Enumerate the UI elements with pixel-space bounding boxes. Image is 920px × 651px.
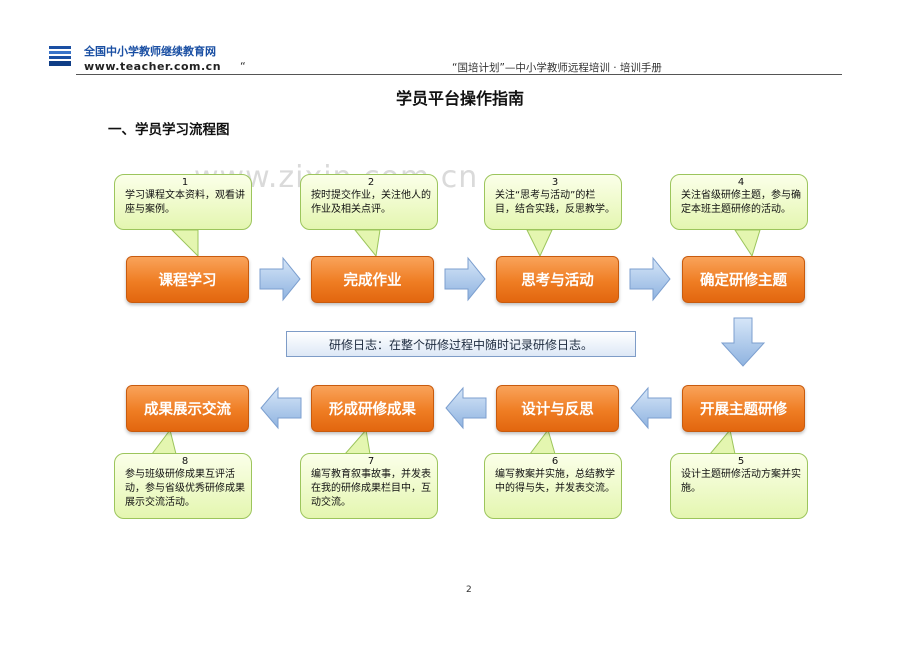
callout-number: 7 bbox=[367, 456, 375, 467]
callout-7: 7 编写教育叙事故事，并发表在我的研修成果栏目中，互动交流。 bbox=[300, 453, 438, 519]
callout-text: 编写教育叙事故事，并发表在我的研修成果栏目中，互动交流。 bbox=[311, 469, 431, 508]
step-determine-theme[interactable]: 确定研修主题 bbox=[682, 256, 805, 303]
logo-icon bbox=[48, 44, 72, 68]
callout-tail-4 bbox=[734, 229, 761, 258]
callout-text: 编写教案并实施，总结教学中的得与失，并发表交流。 bbox=[495, 469, 615, 494]
step-course-study[interactable]: 课程学习 bbox=[126, 256, 249, 303]
arrow-left-1 bbox=[630, 386, 672, 430]
callout-text: 学习课程文本资料，观看讲座与案例。 bbox=[125, 190, 245, 215]
callout-number: 1 bbox=[181, 177, 189, 188]
page-number: 2 bbox=[466, 585, 472, 595]
arrow-right-3 bbox=[629, 256, 671, 302]
callout-tail-6 bbox=[529, 428, 556, 455]
callout-number: 2 bbox=[367, 177, 375, 188]
callout-2: 2 按时提交作业，关注他人的作业及相关点评。 bbox=[300, 174, 438, 230]
step-complete-homework[interactable]: 完成作业 bbox=[311, 256, 434, 303]
callout-text: 按时提交作业，关注他人的作业及相关点评。 bbox=[311, 190, 431, 215]
step-theme-research[interactable]: 开展主题研修 bbox=[682, 385, 805, 432]
callout-number: 6 bbox=[551, 456, 559, 467]
arrow-left-3 bbox=[260, 386, 302, 430]
arrow-down bbox=[720, 317, 766, 367]
callout-text: 关注“思考与活动”的栏目，结合实践，反思教学。 bbox=[495, 190, 615, 215]
manual-title: “国培计划”—中小学教师远程培训 · 培训手册 bbox=[452, 62, 662, 74]
callout-text: 设计主题研修活动方案并实施。 bbox=[681, 469, 801, 494]
callout-tail-2 bbox=[353, 229, 381, 258]
step-form-results[interactable]: 形成研修成果 bbox=[311, 385, 434, 432]
arrow-right-1 bbox=[259, 256, 301, 302]
callout-text: 参与班级研修成果互评活动，参与省级优秀研修成果展示交流活动。 bbox=[125, 469, 245, 508]
callout-text: 关注省级研修主题，参与确定本班主题研修的活动。 bbox=[681, 190, 801, 215]
section-heading: 一、学员学习流程图 bbox=[108, 122, 230, 138]
callout-number: 4 bbox=[737, 177, 745, 188]
callout-3: 3 关注“思考与活动”的栏目，结合实践，反思教学。 bbox=[484, 174, 622, 230]
arrow-right-2 bbox=[444, 256, 486, 302]
callout-tail-7 bbox=[343, 428, 371, 455]
callout-number: 3 bbox=[551, 177, 559, 188]
site-name: 全国中小学教师继续教育网 bbox=[84, 45, 216, 58]
step-showcase-exchange[interactable]: 成果展示交流 bbox=[126, 385, 249, 432]
callout-8: 8 参与班级研修成果互评活动，参与省级优秀研修成果展示交流活动。 bbox=[114, 453, 252, 519]
callout-tail-5 bbox=[708, 428, 736, 455]
callout-number: 5 bbox=[737, 456, 745, 467]
diary-note: 研修日志：在整个研修过程中随时记录研修日志。 bbox=[286, 331, 636, 357]
arrow-left-2 bbox=[445, 386, 487, 430]
callout-tail-1 bbox=[170, 229, 199, 258]
callout-5: 5 设计主题研修活动方案并实施。 bbox=[670, 453, 808, 519]
callout-1: 1 学习课程文本资料，观看讲座与案例。 bbox=[114, 174, 252, 230]
callout-6: 6 编写教案并实施，总结教学中的得与失，并发表交流。 bbox=[484, 453, 622, 519]
callout-number: 8 bbox=[181, 456, 189, 467]
callout-tail-8 bbox=[151, 428, 177, 455]
quote-mark: “ bbox=[240, 60, 246, 73]
callout-tail-3 bbox=[526, 229, 553, 258]
step-thinking-activity[interactable]: 思考与活动 bbox=[496, 256, 619, 303]
page-title: 学员平台操作指南 bbox=[395, 89, 524, 108]
step-design-reflect[interactable]: 设计与反思 bbox=[496, 385, 619, 432]
header-divider bbox=[76, 74, 842, 75]
callout-4: 4 关注省级研修主题，参与确定本班主题研修的活动。 bbox=[670, 174, 808, 230]
site-url[interactable]: www.teacher.com.cn bbox=[84, 60, 222, 73]
